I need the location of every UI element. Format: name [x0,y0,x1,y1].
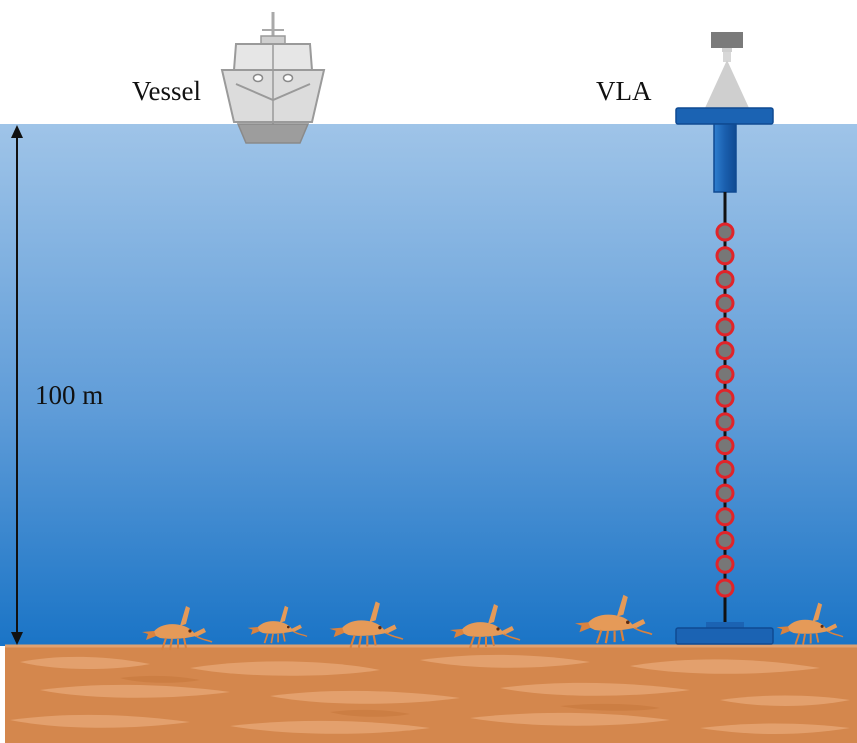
ship-icon [220,12,326,144]
hydrophone-icon [715,578,735,598]
vessel-label: Vessel [132,76,201,106]
hydrophone-icon [715,222,735,242]
hydrophone-icon [715,293,735,313]
hydrophone-icon [715,483,735,503]
depth-label: 100 m [35,380,104,410]
hydrophone-icon [715,507,735,527]
depth-dimension-arrow [11,125,23,645]
hydrophone-icon [715,459,735,479]
hydrophone-icon [715,531,735,551]
hydrophone-icon [715,388,735,408]
hydrophone-icon [715,412,735,432]
hydrophone-icon [715,436,735,456]
surface-buoy-icon [705,32,749,108]
hydrophone-icon [715,554,735,574]
hydrophone-icon [715,269,735,289]
hydrophone-array [715,222,735,598]
water-column [0,124,857,646]
seabed [5,644,857,743]
hydrophone-icon [715,317,735,337]
hydrophone-icon [715,246,735,266]
hydrophone-icon [715,341,735,361]
hydrophone-icon [715,364,735,384]
vla-label: VLA [596,76,652,106]
